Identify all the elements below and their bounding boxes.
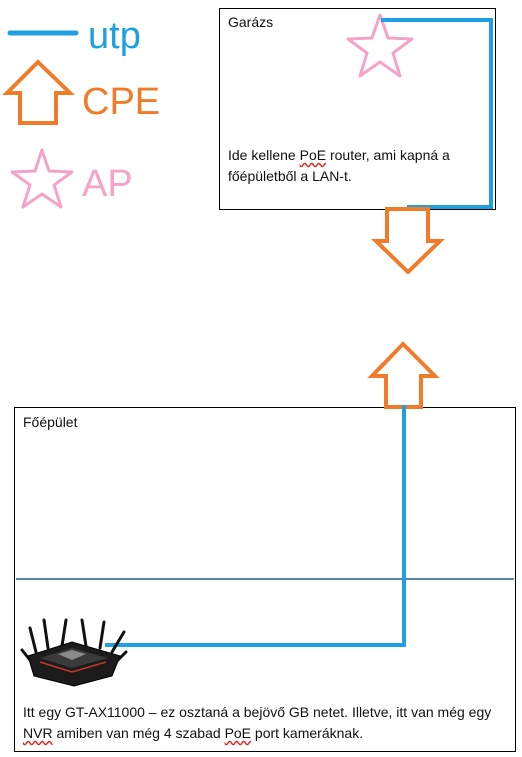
garage-note-poe: PoE [299, 147, 327, 163]
main-building-box [14, 407, 516, 752]
garage-note: Ide kellene PoE router, ami kapná a főép… [228, 145, 490, 187]
garage-cpe-arrow-icon [371, 207, 445, 275]
garage-title: Garázs [228, 14, 274, 30]
garage-note-part1: Ide kellene [228, 147, 300, 163]
main-cpe-arrow-icon [367, 341, 440, 409]
legend-ap-star-icon [10, 148, 74, 209]
legend-cpe-label: CPE [82, 81, 161, 123]
main-note-part1: Itt egy GT-AX11000 – ez osztaná a bejövő… [23, 704, 492, 720]
legend-cpe-arrow-icon [2, 59, 75, 125]
main-note-nvr: NVR [23, 725, 53, 741]
legend-utp-label: utp [88, 15, 141, 57]
main-note-part3: port kameráknak. [251, 725, 364, 741]
legend-ap-label: AP [82, 163, 133, 205]
main-note-part2: amiben van még 4 szabad [52, 725, 225, 741]
main-note-poe: PoE [224, 725, 252, 741]
main-building-note: Itt egy GT-AX11000 – ez osztaná a bejövő… [23, 702, 509, 744]
main-building-title: Főépület [23, 414, 78, 430]
